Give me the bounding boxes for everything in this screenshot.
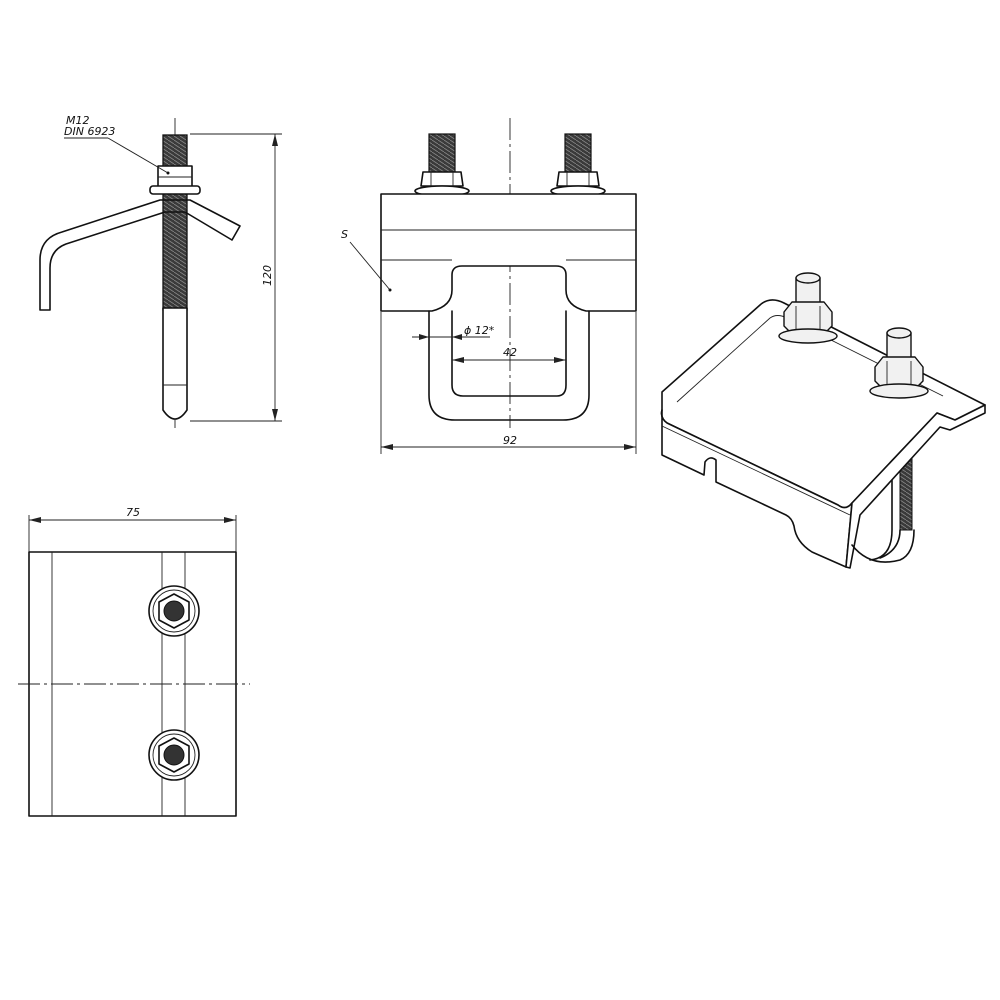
top-width-dim: 75 [126, 506, 140, 519]
isometric-view [660, 272, 986, 569]
right-thread [564, 133, 592, 175]
nut-flange [149, 185, 201, 195]
bolt-spec-line2: DIN 6923 [64, 125, 115, 138]
left-nut [420, 171, 464, 187]
top-nut-1 [148, 585, 200, 637]
rod-plain-end [162, 307, 188, 420]
top-nut-2 [148, 729, 200, 781]
side-view: M12 DIN 6923 120 [39, 114, 282, 428]
height-dim: 120 [261, 265, 274, 286]
u-bolt [428, 310, 590, 421]
inner-width-dim: 42 [503, 346, 517, 359]
bolt-spec-line1: M12 [66, 114, 90, 127]
width-dim: 92 [503, 434, 517, 447]
left-thread [428, 133, 456, 175]
threaded-rod [162, 134, 188, 311]
iso-front-face [660, 409, 853, 568]
front-view: 92 42 ϕ 12* S [341, 118, 637, 454]
clamp-body [380, 193, 637, 312]
plate-profile [39, 199, 241, 311]
rod-diameter-dim: ϕ 12* [464, 324, 495, 337]
plate-thickness-label: S [341, 228, 348, 241]
right-nut [556, 171, 600, 187]
top-view: 75 [18, 506, 250, 817]
